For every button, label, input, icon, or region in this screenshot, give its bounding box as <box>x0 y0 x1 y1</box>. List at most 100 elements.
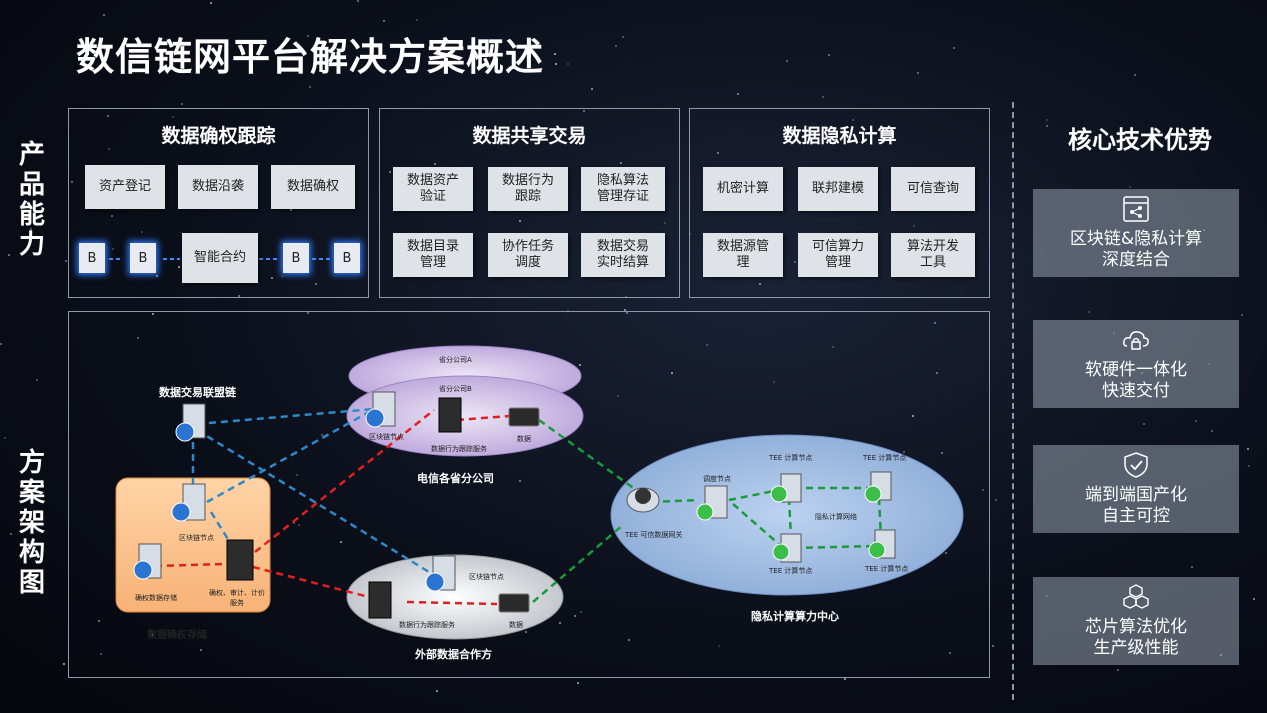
star-decoration <box>917 72 919 74</box>
star-decoration <box>982 489 984 491</box>
star-decoration <box>137 337 139 339</box>
star-decoration <box>141 231 143 233</box>
star-decoration <box>434 163 436 165</box>
chain-arrows <box>109 258 331 260</box>
star-decoration <box>519 480 521 482</box>
panel-title: 数据共享交易 <box>472 125 587 147</box>
star-decoration <box>452 54 454 56</box>
star-decoration <box>617 395 619 397</box>
architecture-panel: 数据交易联盟链 省分公司A 省分公司B 区块链节点 数据行为跟踪服务 数据 电信… <box>68 311 990 678</box>
star-decoration <box>383 20 385 22</box>
star-decoration <box>624 309 626 311</box>
star-decoration <box>992 645 994 647</box>
feature-box: 数据交易 实时结算 <box>581 233 665 277</box>
feature-box: 协作任务 调度 <box>488 233 568 277</box>
panel-title: 数据确权跟踪 <box>161 125 276 147</box>
star-decoration <box>290 209 292 211</box>
star-decoration <box>912 415 914 417</box>
star-decoration <box>1134 74 1136 76</box>
architecture-diagram <box>115 345 964 640</box>
partner-behavior-label: 数据行为跟踪服务 <box>399 621 455 629</box>
star-decoration <box>832 346 834 348</box>
server-icon <box>438 397 462 433</box>
star-decoration <box>10 533 12 535</box>
server-icon <box>226 539 254 581</box>
partner-node-label: 区块链节点 <box>469 573 504 581</box>
star-decoration <box>913 225 915 227</box>
star-decoration <box>321 434 323 436</box>
star-decoration <box>953 47 955 49</box>
star-decoration <box>519 220 521 222</box>
shield-check-icon <box>1124 452 1148 478</box>
star-decoration <box>8 254 10 256</box>
panel-title: 数据隐私计算 <box>782 125 897 147</box>
advantage-card: 端到端国产化 自主可控 <box>1033 445 1239 533</box>
tee-node-icon <box>770 473 802 503</box>
owner-label: 数据确权存储 <box>147 630 207 641</box>
telecom-label: 电信各省分公司 <box>417 472 494 485</box>
gateway-icon <box>626 487 660 513</box>
star-decoration <box>98 620 100 622</box>
star-decoration <box>307 35 309 37</box>
star-decoration <box>555 63 557 65</box>
star-decoration <box>21 555 23 557</box>
star-decoration <box>583 110 585 112</box>
star-decoration <box>559 622 561 624</box>
star-decoration <box>689 233 691 235</box>
star-decoration <box>1143 423 1145 425</box>
star-decoration <box>628 639 630 641</box>
core-advantages-title: 核心技术优势 <box>1068 126 1212 154</box>
star-decoration <box>181 103 183 105</box>
star-decoration <box>200 649 202 651</box>
telecom-node-label: 区块链节点 <box>369 433 404 441</box>
telecom-inner-label: 省分公司B <box>439 385 472 393</box>
star-decoration <box>108 148 110 150</box>
star-decoration <box>1191 566 1193 568</box>
panel-privacy-computing: 数据隐私计算 机密计算 联邦建模 可信查询 数据源管 理 可信算力 管理 算法开… <box>689 108 990 298</box>
server-icon <box>175 403 206 442</box>
advantage-card: 芯片算法优化 生产级性能 <box>1033 577 1239 665</box>
star-decoration <box>580 611 582 613</box>
star-decoration <box>794 261 796 263</box>
panel-data-sharing: 数据共享交易 数据资产 验证 数据行为 跟踪 隐私算法 管理存证 数据目录 管理… <box>379 108 680 298</box>
advantage-text: 芯片算法优化 生产级性能 <box>1085 617 1187 658</box>
star-decoration <box>416 19 418 21</box>
star-decoration <box>786 60 788 62</box>
star-decoration <box>577 682 579 684</box>
star-decoration <box>844 678 846 680</box>
schedule-node-icon <box>696 485 728 521</box>
telecom-inner-ellipse <box>346 375 584 457</box>
tee-label: TEE 计算节点 <box>865 565 909 573</box>
star-decoration <box>111 215 113 217</box>
star-decoration <box>626 312 628 314</box>
tee-label: TEE 计算节点 <box>769 454 813 462</box>
star-decoration <box>103 14 105 16</box>
data-storage-icon <box>508 407 540 427</box>
star-decoration <box>1211 430 1213 432</box>
server-icon <box>171 483 206 522</box>
star-decoration <box>934 322 936 324</box>
star-decoration <box>152 313 154 315</box>
feature-box: 算法开发 工具 <box>891 233 975 277</box>
star-decoration <box>949 652 951 654</box>
star-decoration <box>238 295 240 297</box>
star-decoration <box>1117 669 1119 671</box>
star-decoration <box>936 372 938 374</box>
schedule-label: 调度节点 <box>703 475 731 483</box>
telecom-data-label: 数据 <box>517 435 531 443</box>
star-decoration <box>178 266 180 268</box>
block-icon: B <box>130 243 156 273</box>
star-decoration <box>525 631 527 633</box>
side-label-architecture: 方案架构图 <box>18 448 45 598</box>
star-decoration <box>822 96 824 98</box>
star-decoration <box>112 248 114 250</box>
tee-node-icon <box>772 533 802 563</box>
owner-service-label: 确权、审计、计价 服务 <box>209 589 265 607</box>
tee-label: TEE 计算节点 <box>863 454 907 462</box>
star-decoration <box>832 613 834 615</box>
star-decoration <box>620 162 622 164</box>
star-decoration <box>65 260 67 262</box>
tee-node-icon <box>864 471 892 503</box>
star-decoration <box>63 663 65 665</box>
star-decoration <box>107 115 109 117</box>
